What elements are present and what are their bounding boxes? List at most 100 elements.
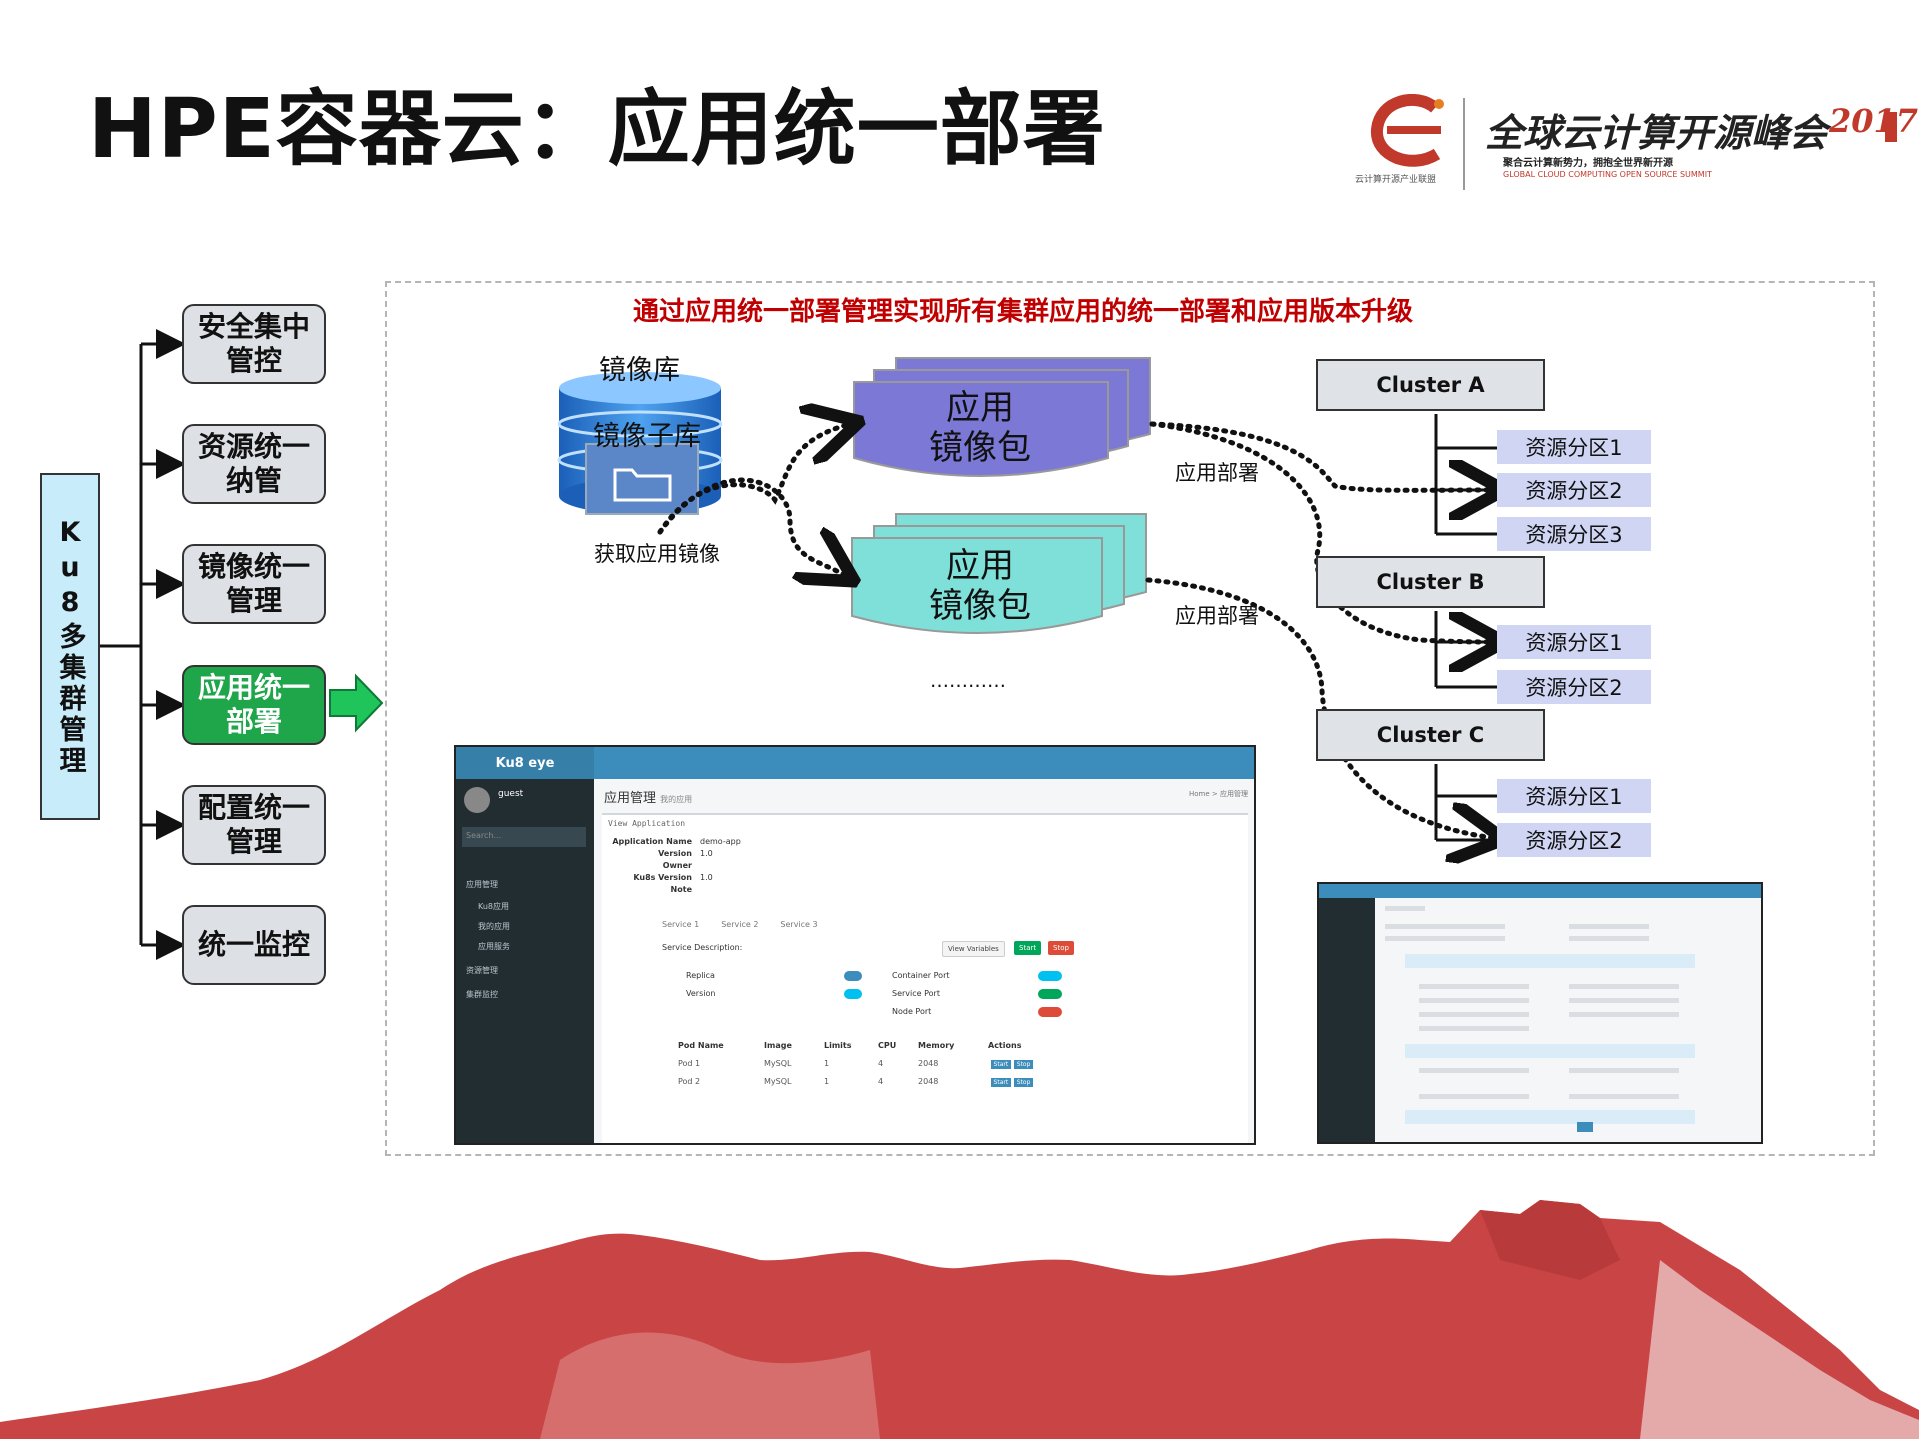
form-line [1569, 936, 1649, 941]
cluster-a: Cluster A [1316, 359, 1545, 411]
console-subtitle: 我的应用 [660, 795, 693, 804]
start-button[interactable]: Start [1014, 941, 1042, 955]
form-submit-button[interactable] [1577, 1122, 1593, 1132]
cluster-c-partition-1: 资源分区1 [1497, 779, 1651, 813]
console-search: Search... [462, 827, 586, 847]
node-config-label: 配置统一管理 [197, 791, 310, 858]
deploy-panel [385, 281, 1875, 1156]
console-user: guest [498, 789, 524, 799]
service-description: Service Description: [662, 943, 743, 952]
cluster-c-partition-2: 资源分区2 [1497, 823, 1651, 857]
form-band [1405, 1110, 1695, 1124]
logo-year: 2017 [1829, 102, 1919, 140]
replica-label: Replica [686, 971, 715, 980]
node-port-badge [1038, 1007, 1062, 1017]
console-brand: Ku8 eye [456, 747, 594, 779]
pod-start-button[interactable]: Start [990, 1078, 1012, 1087]
logo-name: 全球云计算开源峰会 [1485, 110, 1828, 155]
node-monitor-label: 统一监控 [197, 928, 310, 961]
pod-stop-button[interactable]: Stop [1013, 1060, 1034, 1069]
logo-tagline-cn: 聚合云计算新势力，拥抱全世界新开源 [1503, 158, 1673, 169]
service-port-label: Service Port [892, 989, 940, 998]
cluster-a-partition-3: 资源分区3 [1497, 517, 1651, 551]
logo-org: 云计算开源产业联盟 [1355, 175, 1437, 185]
form-line [1385, 906, 1425, 911]
replica-badge [844, 971, 862, 981]
image-repo-label: 镜像库 [599, 355, 680, 386]
config-form-screenshot [1317, 882, 1763, 1144]
form-line [1419, 1068, 1529, 1073]
logo-divider [1463, 98, 1465, 190]
form-line [1419, 1012, 1529, 1017]
k8s-root-box: Ku8多集群管理 [40, 473, 100, 820]
cluster-b-partition-2: 资源分区2 [1497, 670, 1651, 704]
image-repo-icon [557, 372, 723, 515]
container-port-badge [1038, 971, 1062, 981]
menu-item: 资源管理 [466, 966, 498, 975]
cluster-c: Cluster C [1316, 709, 1545, 761]
menu-item: 应用服务 [478, 942, 510, 951]
more-packages-ellipsis: ………… [930, 670, 1006, 692]
menu-item: 集群监控 [466, 990, 498, 999]
tab-service-2[interactable]: Service 2 [721, 920, 759, 929]
form-line [1569, 1012, 1679, 1017]
form-line [1569, 984, 1679, 989]
tab-service-3[interactable]: Service 3 [780, 920, 818, 929]
node-image: 镜像统一管理 [182, 544, 326, 624]
form-line [1385, 936, 1505, 941]
version-label: Version [686, 989, 716, 998]
deploy-diagram [557, 357, 1919, 1000]
tab-service-1[interactable]: Service 1 [662, 920, 700, 929]
slide-title: HPE容器云：应用统一部署 [88, 82, 1106, 177]
container-port-label: Container Port [892, 971, 950, 980]
summit-logo: 云计算开源产业联盟 全球云计算开源峰会 2017 聚合云计算新势力，拥抱全世界新… [1355, 90, 1918, 200]
package-stack-2 [851, 513, 1147, 634]
pod-start-button[interactable]: Start [990, 1060, 1012, 1069]
version-badge [844, 989, 862, 999]
package-1-label: 应用镜像包 [929, 388, 1031, 468]
field-owner: Owner [662, 861, 692, 870]
breadcrumb: Home > 应用管理 [1189, 790, 1248, 798]
form-band [1405, 1044, 1695, 1058]
pod-stop-button[interactable]: Stop [1013, 1078, 1034, 1087]
service-port-badge [1038, 989, 1062, 999]
node-app-deploy-label: 应用统一部署 [197, 671, 310, 738]
menu-item: 我的应用 [478, 922, 510, 931]
menu-item: 应用管理 [466, 880, 498, 889]
form-line [1385, 924, 1505, 929]
form-line [1569, 924, 1649, 929]
form-topbar [1319, 884, 1761, 898]
form-line [1419, 984, 1529, 989]
form-band [1405, 954, 1695, 968]
folder-icon [613, 468, 672, 502]
node-port-label: Node Port [892, 1007, 932, 1016]
console-sidebar: guest Search... 应用管理 Ku8应用 我的应用 应用服务 资源管… [456, 779, 594, 1143]
deploy-label-1: 应用部署 [1175, 461, 1259, 485]
node-resource: 资源统一纳管 [182, 424, 326, 504]
cluster-b-partition-1: 资源分区1 [1497, 625, 1651, 659]
fetch-image-label: 获取应用镜像 [594, 542, 720, 566]
stop-button[interactable]: Stop [1048, 941, 1074, 955]
k8s-root-label: Ku8多集群管理 [54, 516, 86, 777]
summit-emblem-icon [1371, 94, 1444, 167]
logo-tagline-en: GLOBAL CLOUD COMPUTING OPEN SOURCE SUMMI… [1503, 170, 1712, 179]
tree-connectors [100, 329, 384, 960]
panel-headline: 通过应用统一部署管理实现所有集群应用的统一部署和应用版本升级 [633, 297, 1414, 327]
form-line [1419, 1026, 1529, 1031]
node-image-label: 镜像统一管理 [197, 550, 310, 617]
form-line [1569, 998, 1679, 1003]
avatar [464, 787, 490, 813]
form-line [1569, 1068, 1679, 1073]
console-title-text: 应用管理 [604, 791, 657, 806]
cluster-a-partition-2: 资源分区2 [1497, 473, 1651, 507]
form-line [1419, 1094, 1529, 1099]
active-arrow-icon [329, 673, 384, 733]
view-variables-button[interactable]: View Variables [942, 941, 1005, 957]
node-monitor: 统一监控 [182, 905, 326, 985]
